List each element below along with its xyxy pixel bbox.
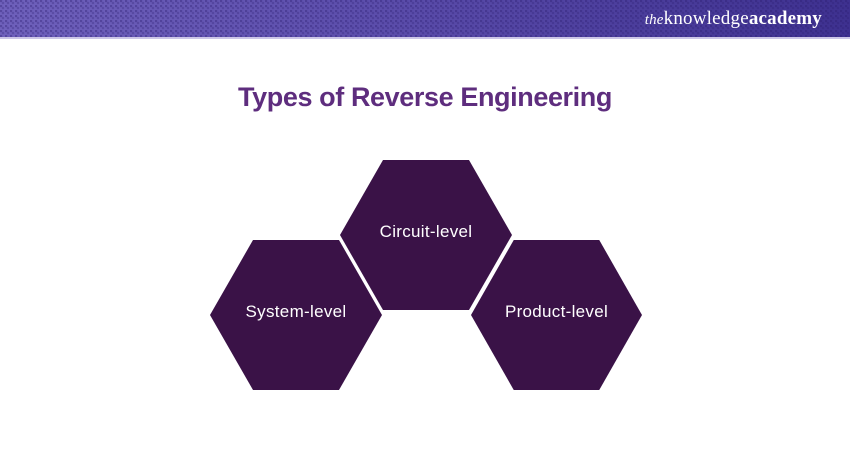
hexagon-product-level: Product-level (471, 240, 642, 390)
hexagon-system-level-label: System-level (245, 302, 347, 321)
hexagon-product-level-label: Product-level (504, 302, 609, 321)
page-title: Types of Reverse Engineering (238, 82, 612, 112)
brand-logo-the: the (644, 12, 664, 28)
hexagon-circuit-level-label: Circuit-level (379, 222, 473, 241)
brand-logo: theknowledgeacademy (645, 7, 822, 32)
header-bar: theknowledgeacademy (0, 0, 850, 39)
brand-logo-academy: academy (748, 8, 822, 29)
brand-logo-knowledge: knowledge (663, 8, 749, 29)
